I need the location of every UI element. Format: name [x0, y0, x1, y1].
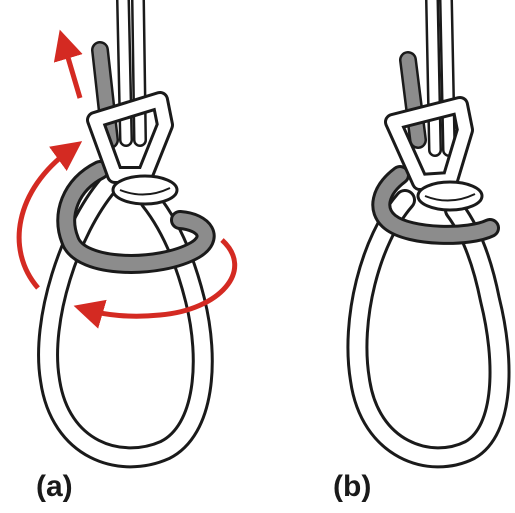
panel-a: [19, 0, 235, 457]
panel-b-label: (b): [333, 470, 371, 504]
arrow-up: [64, 44, 80, 98]
standing-rope-b: [432, 0, 449, 150]
panel-a-label: (a): [36, 470, 73, 504]
panel-b: [357, 0, 499, 457]
